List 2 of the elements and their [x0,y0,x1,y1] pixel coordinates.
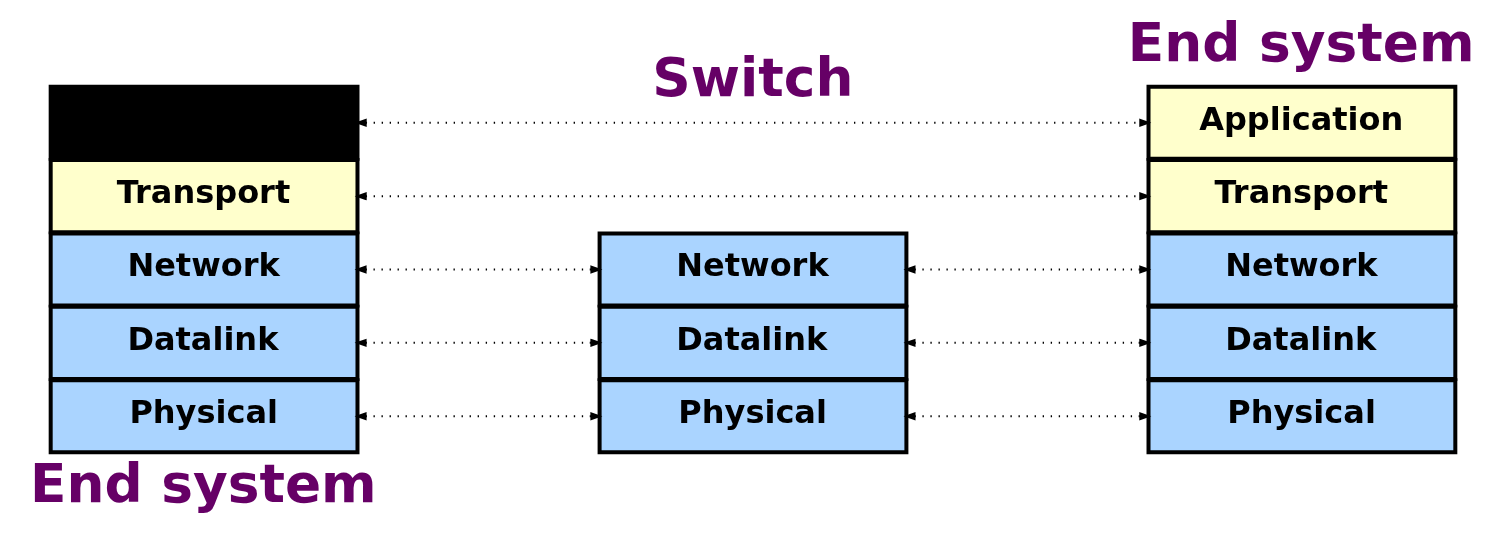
label: Switch [651,46,853,110]
label: End system [1127,11,1475,75]
